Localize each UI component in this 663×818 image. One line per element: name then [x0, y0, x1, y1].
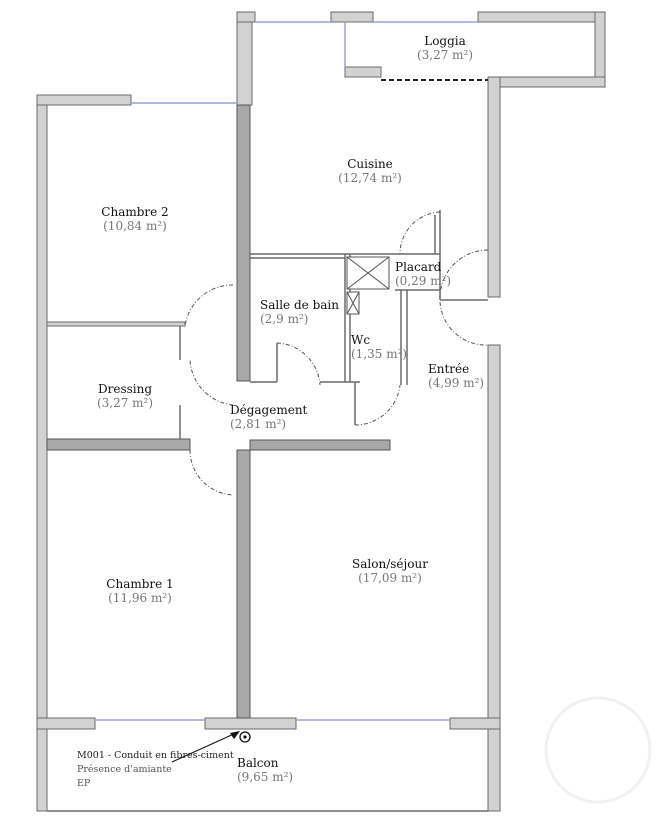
- room-loggia: Loggia(3,27 m²): [416, 34, 474, 62]
- room-entree: Entrée(4,99 m²): [428, 362, 485, 390]
- room-degagement: Dégagement(2,81 m²): [230, 403, 308, 431]
- room-wc: Wc(1,35 m²): [351, 333, 408, 361]
- room-chambre-2: Chambre 2(10,84 m²): [101, 205, 169, 233]
- interior-walls: [46, 104, 488, 719]
- asbestos-annotation: M001 - Conduit en fibres-ciment Présence…: [77, 750, 234, 789]
- watermark-logo: [544, 696, 652, 804]
- door-swings: [184, 211, 489, 496]
- windows: [95, 21, 488, 721]
- room-salle-de-bain: Salle de bain(2,9 m²): [260, 298, 339, 326]
- room-placard: Placard(0,29 m²): [395, 260, 452, 288]
- room-chambre-1: Chambre 1(11,96 m²): [106, 577, 174, 605]
- conduit-marker-icon: [171, 731, 251, 763]
- room-dressing: Dressing(3,27 m²): [96, 382, 154, 410]
- outer-walls: [36, 11, 606, 812]
- room-salon-sejour: Salon/séjour(17,09 m²): [352, 557, 428, 585]
- room-cuisine: Cuisine(12,74 m²): [338, 157, 402, 185]
- room-balcon: Balcon(9,65 m²): [237, 756, 294, 784]
